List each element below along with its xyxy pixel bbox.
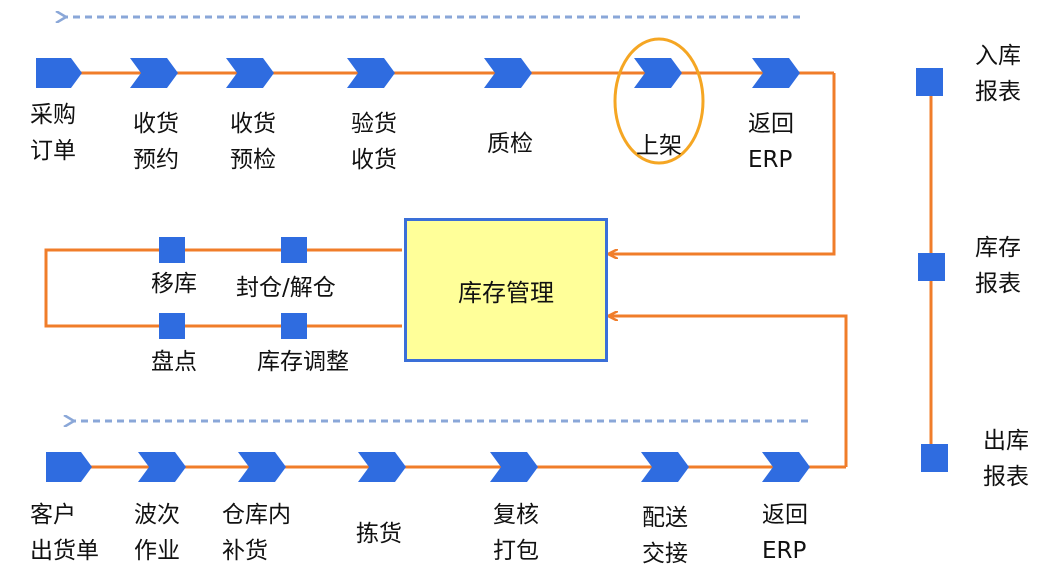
inbound-step-node [347, 58, 395, 88]
inbound-step-label: 收货 预检 [230, 106, 276, 178]
inbound-step-line: 订单 [30, 138, 76, 164]
inbound-step-node [752, 58, 800, 88]
inbound-step-node [130, 58, 178, 88]
outbound-step-line: 补货 [222, 538, 268, 564]
inventory-op-text: 盘点 [151, 349, 197, 375]
report-line: 库存 [975, 235, 1021, 261]
inbound-to-inventory-connector [610, 73, 836, 254]
report-line: 入库 [975, 43, 1021, 69]
inventory-management-box: 库存管理 [404, 218, 608, 362]
outbound-step-line: 出货单 [30, 538, 99, 564]
outbound-step-node [490, 452, 538, 482]
outbound-step-line: 波次 [134, 502, 180, 528]
report-node [921, 444, 948, 472]
inbound-step-label: 返回 ERP [748, 106, 794, 178]
report-label: 库存 报表 [975, 230, 1021, 302]
outbound-step-line: ERP [762, 538, 807, 564]
outbound-step-line: 仓库内 [222, 502, 291, 528]
inbound-step-line: 收货 [351, 147, 397, 173]
outbound-to-inventory-connector [610, 316, 848, 467]
inbound-step-label: 质检 [487, 126, 533, 162]
outbound-step-line: 交接 [642, 541, 688, 567]
report-node [918, 253, 945, 281]
inbound-step-line: ERP [748, 147, 793, 173]
report-line: 报表 [983, 464, 1029, 490]
outbound-step-line: 复核 [493, 502, 539, 528]
inbound-step-line: 收货 [133, 111, 179, 137]
outbound-step-line: 拣货 [356, 521, 402, 547]
inbound-step-line: 预检 [230, 147, 276, 173]
outbound-step-node [358, 452, 406, 482]
outbound-step-line: 配送 [642, 505, 688, 531]
outbound-step-line: 打包 [493, 538, 539, 564]
outbound-step-line: 作业 [134, 538, 180, 564]
inbound-step-line: 预约 [133, 147, 179, 173]
outbound-step-label: 拣货 [356, 516, 402, 552]
report-line: 出库 [983, 428, 1029, 454]
outbound-step-node [762, 452, 810, 482]
inventory-op-node [159, 313, 185, 339]
inbound-step-label: 采购 订单 [30, 97, 76, 169]
outbound-step-label: 客户 出货单 [30, 497, 99, 569]
inventory-operations-loop [44, 248, 402, 328]
inventory-op-node [281, 237, 307, 263]
outbound-step-label: 返回 ERP [762, 497, 808, 569]
outbound-step-node [238, 452, 286, 482]
outbound-step-label: 仓库内 补货 [222, 497, 291, 569]
report-node [916, 68, 943, 96]
inventory-op-text: 封仓/解仓 [236, 275, 336, 301]
outbound-step-node [138, 452, 186, 482]
inventory-op-text: 移库 [151, 271, 197, 297]
report-line: 报表 [975, 79, 1021, 105]
outbound-step-node [641, 452, 689, 482]
inbound-step-label-highlighted: 上架 [636, 128, 682, 164]
inbound-step-node [36, 58, 82, 88]
inventory-op-node [281, 313, 307, 339]
inventory-op-text: 库存调整 [257, 349, 349, 375]
report-label: 出库 报表 [983, 423, 1029, 495]
inventory-op-label: 移库 [151, 266, 197, 302]
inventory-op-label: 盘点 [151, 344, 197, 380]
outbound-step-line: 返回 [762, 502, 808, 528]
outbound-step-label: 配送 交接 [642, 500, 688, 572]
inventory-management-title: 库存管理 [458, 278, 554, 307]
inventory-op-label: 封仓/解仓 [236, 270, 336, 306]
inbound-step-line: 上架 [636, 133, 682, 159]
report-label: 入库 报表 [975, 38, 1021, 110]
highlight-ring [613, 37, 705, 165]
outbound-step-label: 波次 作业 [134, 497, 180, 569]
inbound-step-label: 验货 收货 [351, 106, 397, 178]
outbound-step-line: 客户 [30, 502, 76, 528]
inventory-op-node [159, 237, 185, 263]
inbound-step-node [226, 58, 274, 88]
inbound-step-node [484, 58, 532, 88]
report-line: 报表 [975, 271, 1021, 297]
outbound-step-label: 复核 打包 [493, 497, 539, 569]
inventory-op-label: 库存调整 [257, 344, 349, 380]
inbound-step-line: 验货 [351, 111, 397, 137]
inbound-step-label: 收货 预约 [133, 106, 179, 178]
inbound-step-line: 返回 [748, 111, 794, 137]
inbound-step-node [634, 58, 682, 88]
inbound-step-line: 采购 [30, 102, 76, 128]
inbound-step-line: 质检 [487, 131, 533, 157]
outbound-step-node [46, 452, 92, 482]
inbound-step-line: 收货 [230, 111, 276, 137]
